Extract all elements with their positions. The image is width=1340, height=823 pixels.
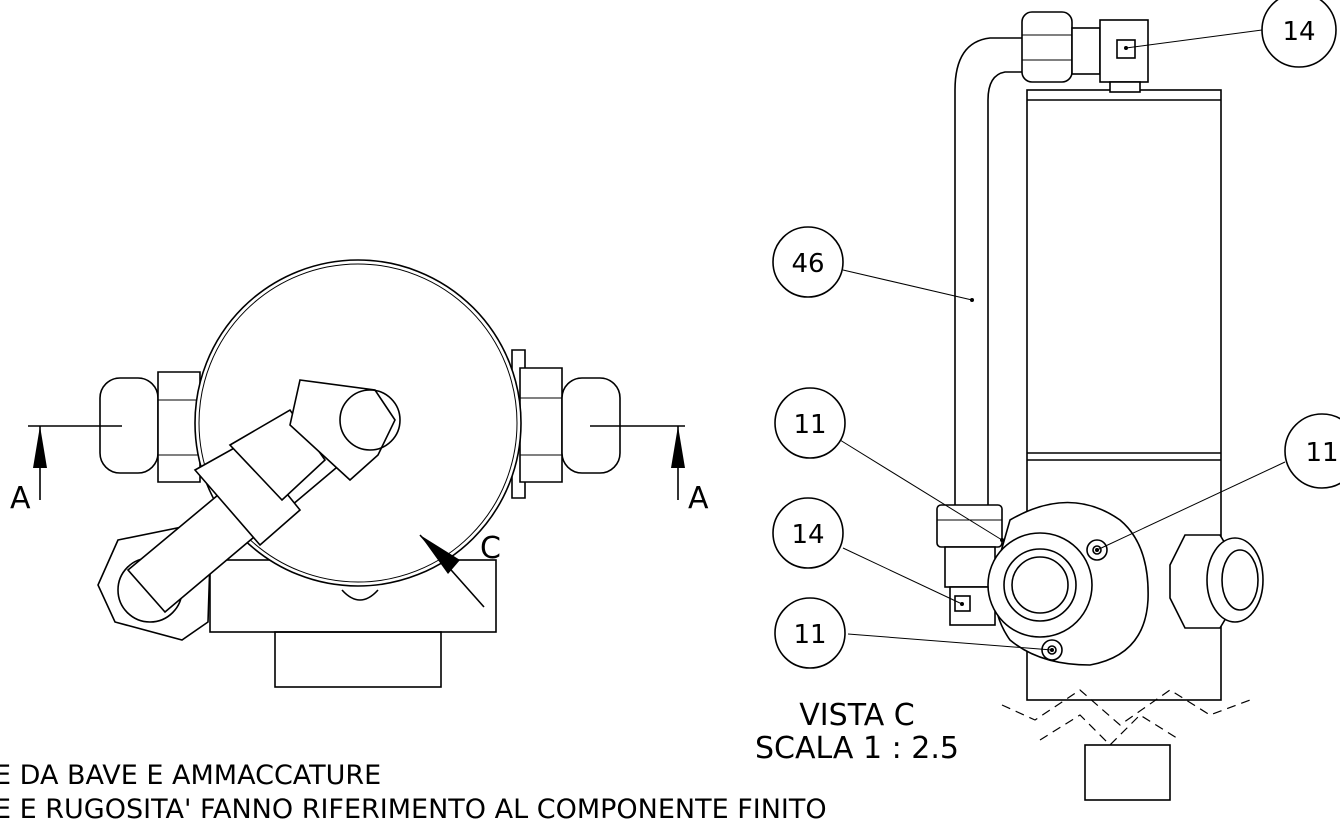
view-caption-title: VISTA C xyxy=(799,698,914,733)
balloon-label: 46 xyxy=(791,249,824,279)
right-view: 14 46 11 11 14 11 VISTA C SCALA 1 : 2.5 xyxy=(755,0,1340,801)
top-elbow-fitting xyxy=(954,11,1149,508)
leader-lines xyxy=(839,29,1286,652)
view-arrow-label: C xyxy=(480,531,501,566)
balloon-label: 14 xyxy=(791,520,824,550)
balloon-label: 11 xyxy=(1305,438,1338,468)
balloon-label: 11 xyxy=(793,620,826,650)
view-arrow xyxy=(419,534,485,608)
section-line xyxy=(28,425,685,500)
lower-stub xyxy=(1084,744,1171,801)
note-line-2: E E RUGOSITA' FANNO RIFERIMENTO AL COMPO… xyxy=(0,794,827,823)
left-fitting xyxy=(99,371,201,483)
balloon-label: 14 xyxy=(1282,17,1315,47)
balloon-14-mid: 14 xyxy=(772,497,844,569)
balloon-14-top: 14 xyxy=(1261,0,1337,68)
left-view: A A C xyxy=(10,259,709,688)
section-marker-left: A xyxy=(10,481,31,516)
balloon-label: 11 xyxy=(793,410,826,440)
balloon-11-bottom: 11 xyxy=(774,597,846,669)
note-line-1: E DA BAVE E AMMACCATURE xyxy=(0,760,381,791)
view-caption-scale: SCALA 1 : 2.5 xyxy=(755,731,959,766)
base-foot xyxy=(274,631,442,688)
right-fitting xyxy=(511,349,621,499)
balloon-11-right: 11 xyxy=(1284,413,1340,489)
hex-plug xyxy=(1169,534,1264,629)
flange-assembly xyxy=(987,501,1149,666)
balloon-46: 46 xyxy=(772,226,844,298)
lower-tube-fitting xyxy=(936,504,1003,626)
diagonal-fitting xyxy=(97,379,401,641)
bolt-head xyxy=(341,589,379,601)
break-line-1 xyxy=(1001,689,1251,726)
break-line-2 xyxy=(1039,714,1181,746)
section-marker-right: A xyxy=(688,481,709,516)
balloon-11-left: 11 xyxy=(774,387,846,459)
